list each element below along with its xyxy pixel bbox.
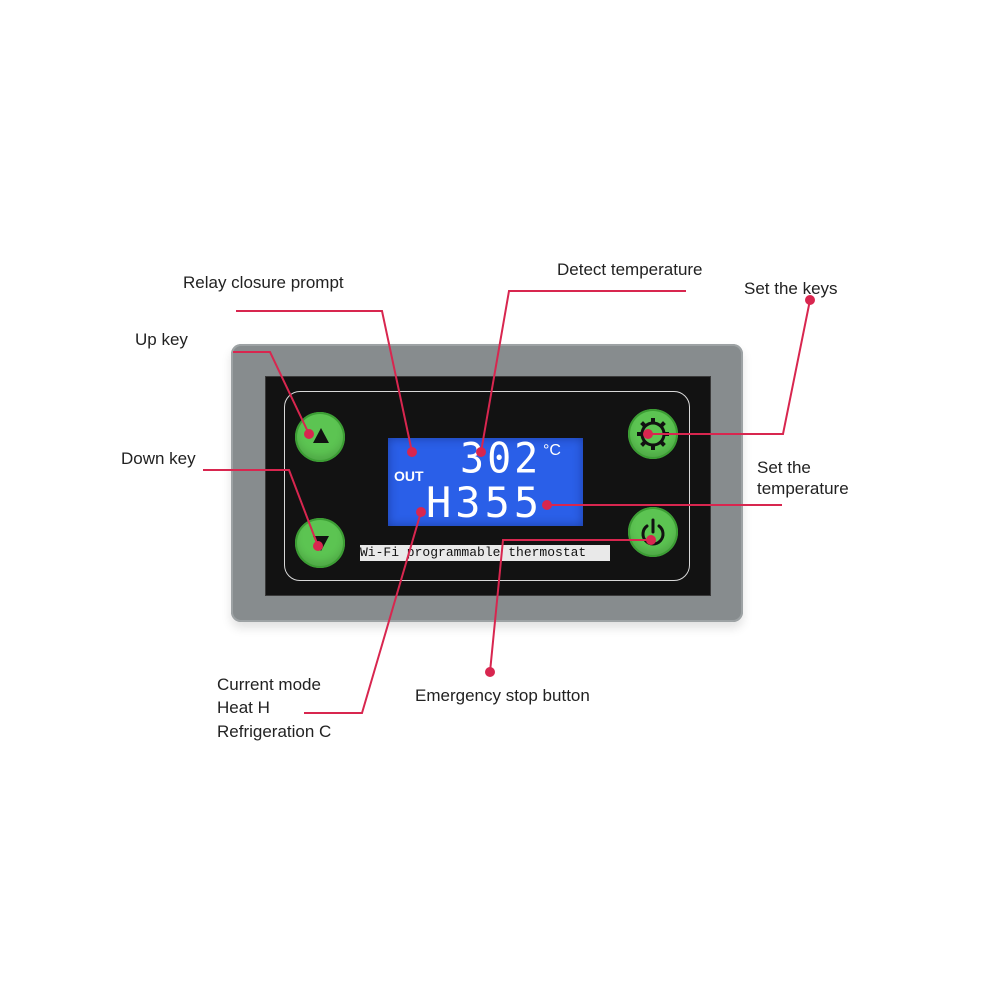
emergency-callout-dot [485,667,495,677]
set-keys-label: Set the keys [744,279,838,298]
heat-mode-label: Heat H [217,698,270,717]
current-mode-label: Current mode [217,675,321,694]
down-arrow-icon [313,536,329,551]
set-keys-button[interactable] [628,409,678,459]
detected-temperature-readout: 302 [460,434,542,484]
down-key-button[interactable] [295,518,345,568]
detect-temperature-label: Detect temperature [557,260,703,279]
set-temperature-readout: H355 [426,478,544,527]
set-temperature-label-line1: Set the [757,458,811,477]
gear-icon [637,418,669,450]
down-key-label: Down key [121,449,196,468]
power-icon [641,518,665,546]
up-key-button[interactable] [295,412,345,462]
thermostat-case: OUT 302 °C H355 Wi-Fi programmable therm… [231,344,743,622]
emergency-stop-button[interactable] [628,507,678,557]
device-caption: Wi-Fi programmable thermostat [360,545,610,561]
emergency-stop-label: Emergency stop button [415,686,590,705]
up-key-label: Up key [135,330,188,349]
refrigeration-mode-label: Refrigeration C [217,722,332,741]
relay-out-indicator: OUT [394,468,424,484]
lcd-display: OUT 302 °C H355 [388,434,583,527]
relay-closure-label: Relay closure prompt [183,273,344,292]
celsius-unit: °C [543,442,561,459]
up-arrow-icon [313,428,329,443]
set-temperature-label-line2: temperature [757,479,849,498]
front-panel: OUT 302 °C H355 Wi-Fi programmable therm… [265,376,711,596]
